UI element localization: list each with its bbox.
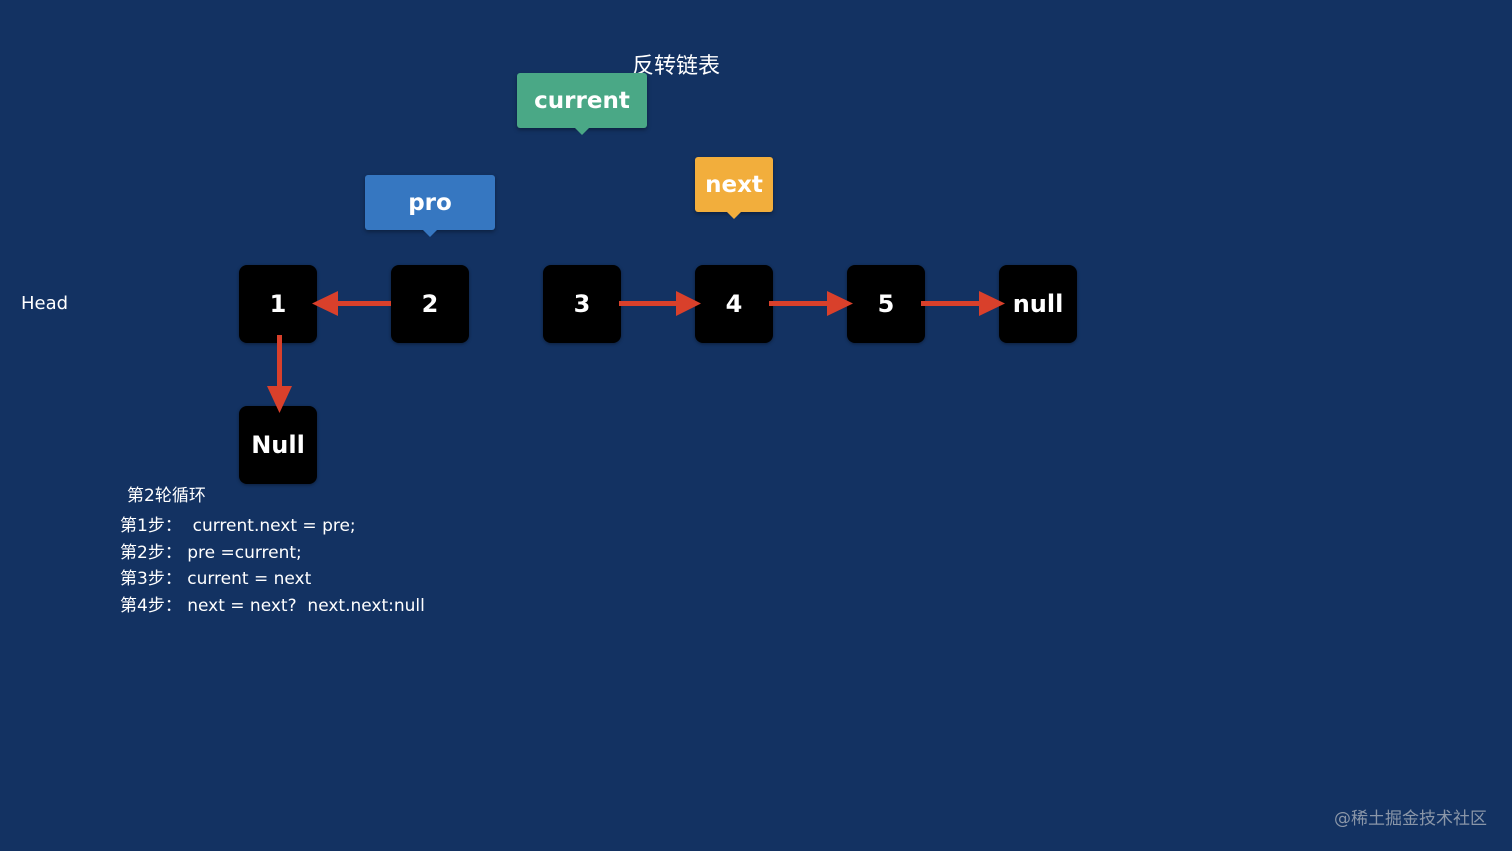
loop-title: 第2轮循环 <box>127 486 206 506</box>
arrow-node3-to-node4 <box>619 291 701 316</box>
next-pointer-callout: next <box>695 157 773 219</box>
watermark: @稀土掘金技术社区 <box>1334 809 1487 829</box>
arrow-node5-to-null <box>921 291 1005 316</box>
current-pointer-callout: current <box>517 73 647 135</box>
list-node-null-below: Null <box>239 406 317 484</box>
step-list: 第1步： current.next = pre; 第2步： pre =curre… <box>120 513 425 619</box>
step-3: 第3步： current = next <box>120 569 312 589</box>
step-1: 第1步： current.next = pre; <box>120 516 356 536</box>
list-node-1: 1 <box>239 265 317 343</box>
step-4: 第4步： next = next? next.next:null <box>120 595 425 616</box>
head-label: Head <box>21 293 69 314</box>
list-node-5: 5 <box>847 265 925 343</box>
arrow-node1-to-null <box>267 335 292 413</box>
pro-pointer-callout: pro <box>365 175 495 237</box>
list-node-4: 4 <box>695 265 773 343</box>
list-node-3: 3 <box>543 265 621 343</box>
arrow-node2-to-node1 <box>312 291 391 316</box>
step-2: 第2步： pre =current; <box>120 542 302 563</box>
arrow-node4-to-node5 <box>769 291 853 316</box>
list-node-null: null <box>999 265 1077 343</box>
list-node-2: 2 <box>391 265 469 343</box>
